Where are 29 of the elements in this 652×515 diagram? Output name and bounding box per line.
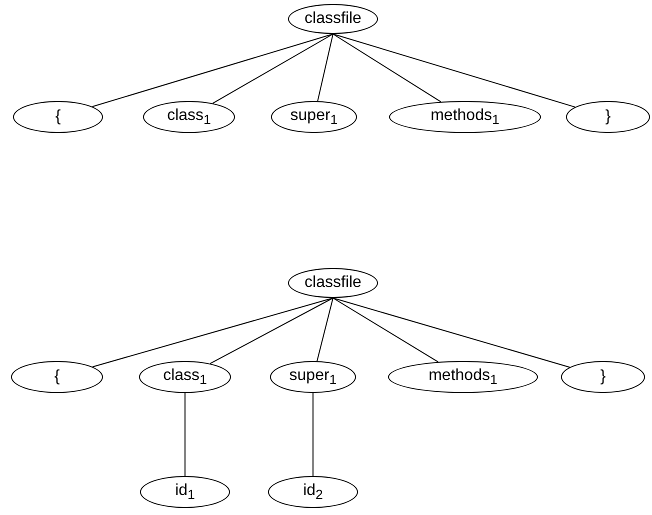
node-label: classfile (304, 11, 362, 27)
tree-node (561, 361, 645, 393)
tree-node (566, 101, 650, 133)
tree-edge (332, 298, 439, 362)
tree-edge (332, 298, 570, 368)
tree-edge (316, 298, 334, 362)
tree-edge (317, 34, 334, 102)
tree-edge (212, 34, 334, 104)
tree-edge (312, 392, 314, 476)
node-label: super$_{1}$ (289, 368, 337, 386)
node-label: methods$_{1}$ (430, 108, 500, 126)
tree-edge (92, 298, 334, 368)
tree-edge (92, 34, 334, 108)
node-label: class$_{1}$ (163, 368, 207, 386)
node-label: } (605, 109, 611, 125)
tree-edge (210, 298, 334, 364)
node-label: id$_{2}$ (303, 482, 323, 502)
node-label: class$_{1}$ (167, 108, 211, 126)
node-label: { (54, 369, 60, 385)
node-label: classfile (304, 275, 362, 291)
tree-node (13, 101, 103, 133)
tree-edge (332, 34, 576, 108)
tree-edge (332, 34, 442, 102)
node-label: { (55, 109, 61, 125)
node-label: id$_{1}$ (175, 482, 195, 502)
node-label: } (600, 369, 606, 385)
node-label: super$_{1}$ (290, 108, 338, 126)
node-label: methods$_{1}$ (428, 368, 498, 386)
tree-edge (184, 392, 186, 476)
